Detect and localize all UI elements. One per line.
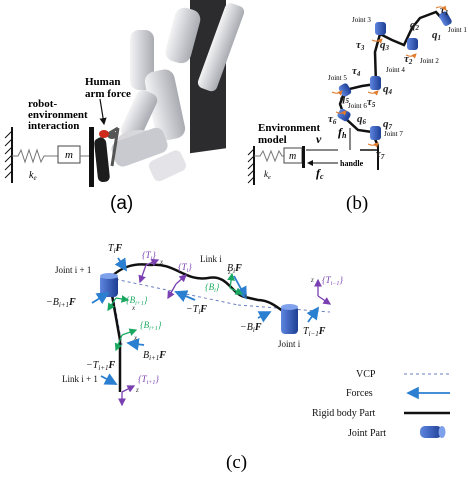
frame-axes-purple bbox=[118, 258, 332, 407]
tau4-label: τ4 bbox=[352, 65, 361, 78]
env-model-label-1: Environment bbox=[258, 122, 320, 134]
tau1-label: τ1 bbox=[440, 4, 448, 17]
q2-label: q2 bbox=[410, 19, 420, 32]
force-arrows bbox=[91, 257, 320, 385]
Bi1-F-label: Bi+1F bbox=[143, 350, 166, 362]
panel-c: Joint i + 1 Link i Link i + 1 Joint i Ti… bbox=[46, 243, 450, 439]
robot-env-label-2: environment bbox=[28, 109, 88, 121]
axis-x-3: x bbox=[133, 334, 138, 342]
joint-5-label: Joint 5 bbox=[328, 74, 347, 82]
axis-x-1: x bbox=[131, 304, 136, 312]
caption-c: (c) bbox=[226, 452, 247, 473]
joint-1-label: Joint 1 bbox=[448, 26, 467, 34]
frame-Ti-label: {Ti} bbox=[142, 250, 156, 262]
handle-label: handle bbox=[340, 159, 364, 168]
legend-joint-label: Joint Part bbox=[348, 428, 386, 439]
frame-Bi1-label: {Bi+1} bbox=[126, 295, 148, 307]
axis-x-2: x bbox=[243, 292, 248, 300]
legend-joint-swatch bbox=[420, 426, 446, 438]
axis-z-2: z bbox=[310, 276, 314, 284]
q1-label: q1 bbox=[432, 29, 441, 42]
axis-x-4: x bbox=[159, 258, 164, 266]
joint-6-label: Joint 6 bbox=[348, 102, 367, 110]
legend-forces-label: Forces bbox=[346, 388, 373, 399]
panel-b: Joint 1 Joint 2 Joint 3 Joint 4 Joint 5 … bbox=[247, 4, 467, 185]
link-i-label: Link i bbox=[200, 254, 222, 264]
mass-box-a bbox=[57, 145, 81, 164]
legend: VCP Forces Rigid body Part Joint Part bbox=[312, 369, 450, 439]
legend-rigid-label: Rigid body Part bbox=[312, 408, 376, 419]
Ti-F-label: TiF bbox=[108, 243, 123, 255]
spring-b bbox=[254, 149, 286, 163]
mBi1-F-label: −Bi+1F bbox=[46, 297, 76, 309]
ke-label-a: ke bbox=[29, 170, 37, 182]
q3-label: q3 bbox=[380, 39, 390, 52]
q7-label: q7 bbox=[383, 118, 393, 131]
wall-hatch-a bbox=[4, 127, 13, 183]
tau6-label: τ6 bbox=[328, 113, 337, 126]
mBi-F-label: −BiF bbox=[240, 322, 262, 334]
link-i-body bbox=[149, 263, 285, 314]
force-plate-a bbox=[89, 127, 94, 187]
frame-axes-green bbox=[107, 272, 244, 352]
frame-Bi1-b-label: {Bi+1} bbox=[140, 320, 162, 332]
frame-Ti1-label: {Ti+1} bbox=[138, 374, 159, 386]
tau5-label: τ5 bbox=[367, 96, 376, 109]
robot-links-b bbox=[338, 10, 446, 147]
wall-hatch-b bbox=[247, 146, 255, 185]
fc-label: fc bbox=[316, 166, 324, 181]
robot-arm-photo bbox=[94, 0, 245, 183]
torque-arrows-b bbox=[331, 5, 447, 148]
frame-Ti1m-label: {Ti−1} bbox=[322, 275, 343, 287]
ke-label-b: ke bbox=[264, 169, 271, 181]
mass-label-a: m bbox=[65, 149, 73, 161]
joint-i-cylinder bbox=[281, 304, 298, 334]
v-label: v bbox=[316, 132, 322, 146]
link-i1-label: Link i + 1 bbox=[62, 374, 98, 384]
joint-4-label: Joint 4 bbox=[386, 66, 405, 74]
joint-3-label: Joint 3 bbox=[352, 16, 371, 24]
mTi-F-label: −TiF bbox=[186, 304, 207, 316]
mTi1-F-label: −Ti+1F bbox=[86, 360, 115, 372]
tau7-label: τ7 bbox=[376, 148, 385, 161]
caption-a: (a) bbox=[110, 193, 133, 214]
mass-label-b: m bbox=[289, 151, 296, 162]
q5-label: q5 bbox=[340, 92, 350, 105]
panel-a: robot- environment interaction ke m Huma… bbox=[4, 0, 245, 187]
joint-7-label: Joint 7 bbox=[384, 130, 403, 138]
joint-i1-cylinder bbox=[100, 273, 118, 297]
robot-env-label-1: robot- bbox=[28, 98, 57, 110]
tau3-label: τ3 bbox=[356, 39, 365, 52]
joint-i-label: Joint i bbox=[278, 339, 301, 349]
joint-2-label: Joint 2 bbox=[420, 57, 439, 65]
Ti1m-F-label: Ti−1F bbox=[303, 326, 326, 338]
spring-a bbox=[12, 148, 58, 164]
axis-z-3: z bbox=[135, 386, 139, 394]
q4-label: q4 bbox=[383, 83, 393, 96]
frame-Ti-b-label: {Ti} bbox=[178, 262, 192, 274]
caption-b: (b) bbox=[346, 193, 368, 214]
legend-vcp-label: VCP bbox=[356, 369, 376, 380]
frame-Bi-label: {Bi} bbox=[205, 282, 220, 294]
env-model-label-2: model bbox=[258, 134, 287, 146]
q6-label: q6 bbox=[357, 113, 367, 126]
axis-z-1: z bbox=[227, 268, 231, 276]
human-force-label-1: Human bbox=[85, 76, 120, 88]
robot-env-label-3: interaction bbox=[28, 120, 79, 132]
tau2-label: τ2 bbox=[404, 53, 413, 66]
human-force-label-2: arm force bbox=[85, 88, 131, 100]
joint-i1-label: Joint i + 1 bbox=[55, 265, 91, 275]
fh-label: fh bbox=[338, 125, 347, 140]
Bi-F-label: BiF bbox=[227, 263, 242, 275]
